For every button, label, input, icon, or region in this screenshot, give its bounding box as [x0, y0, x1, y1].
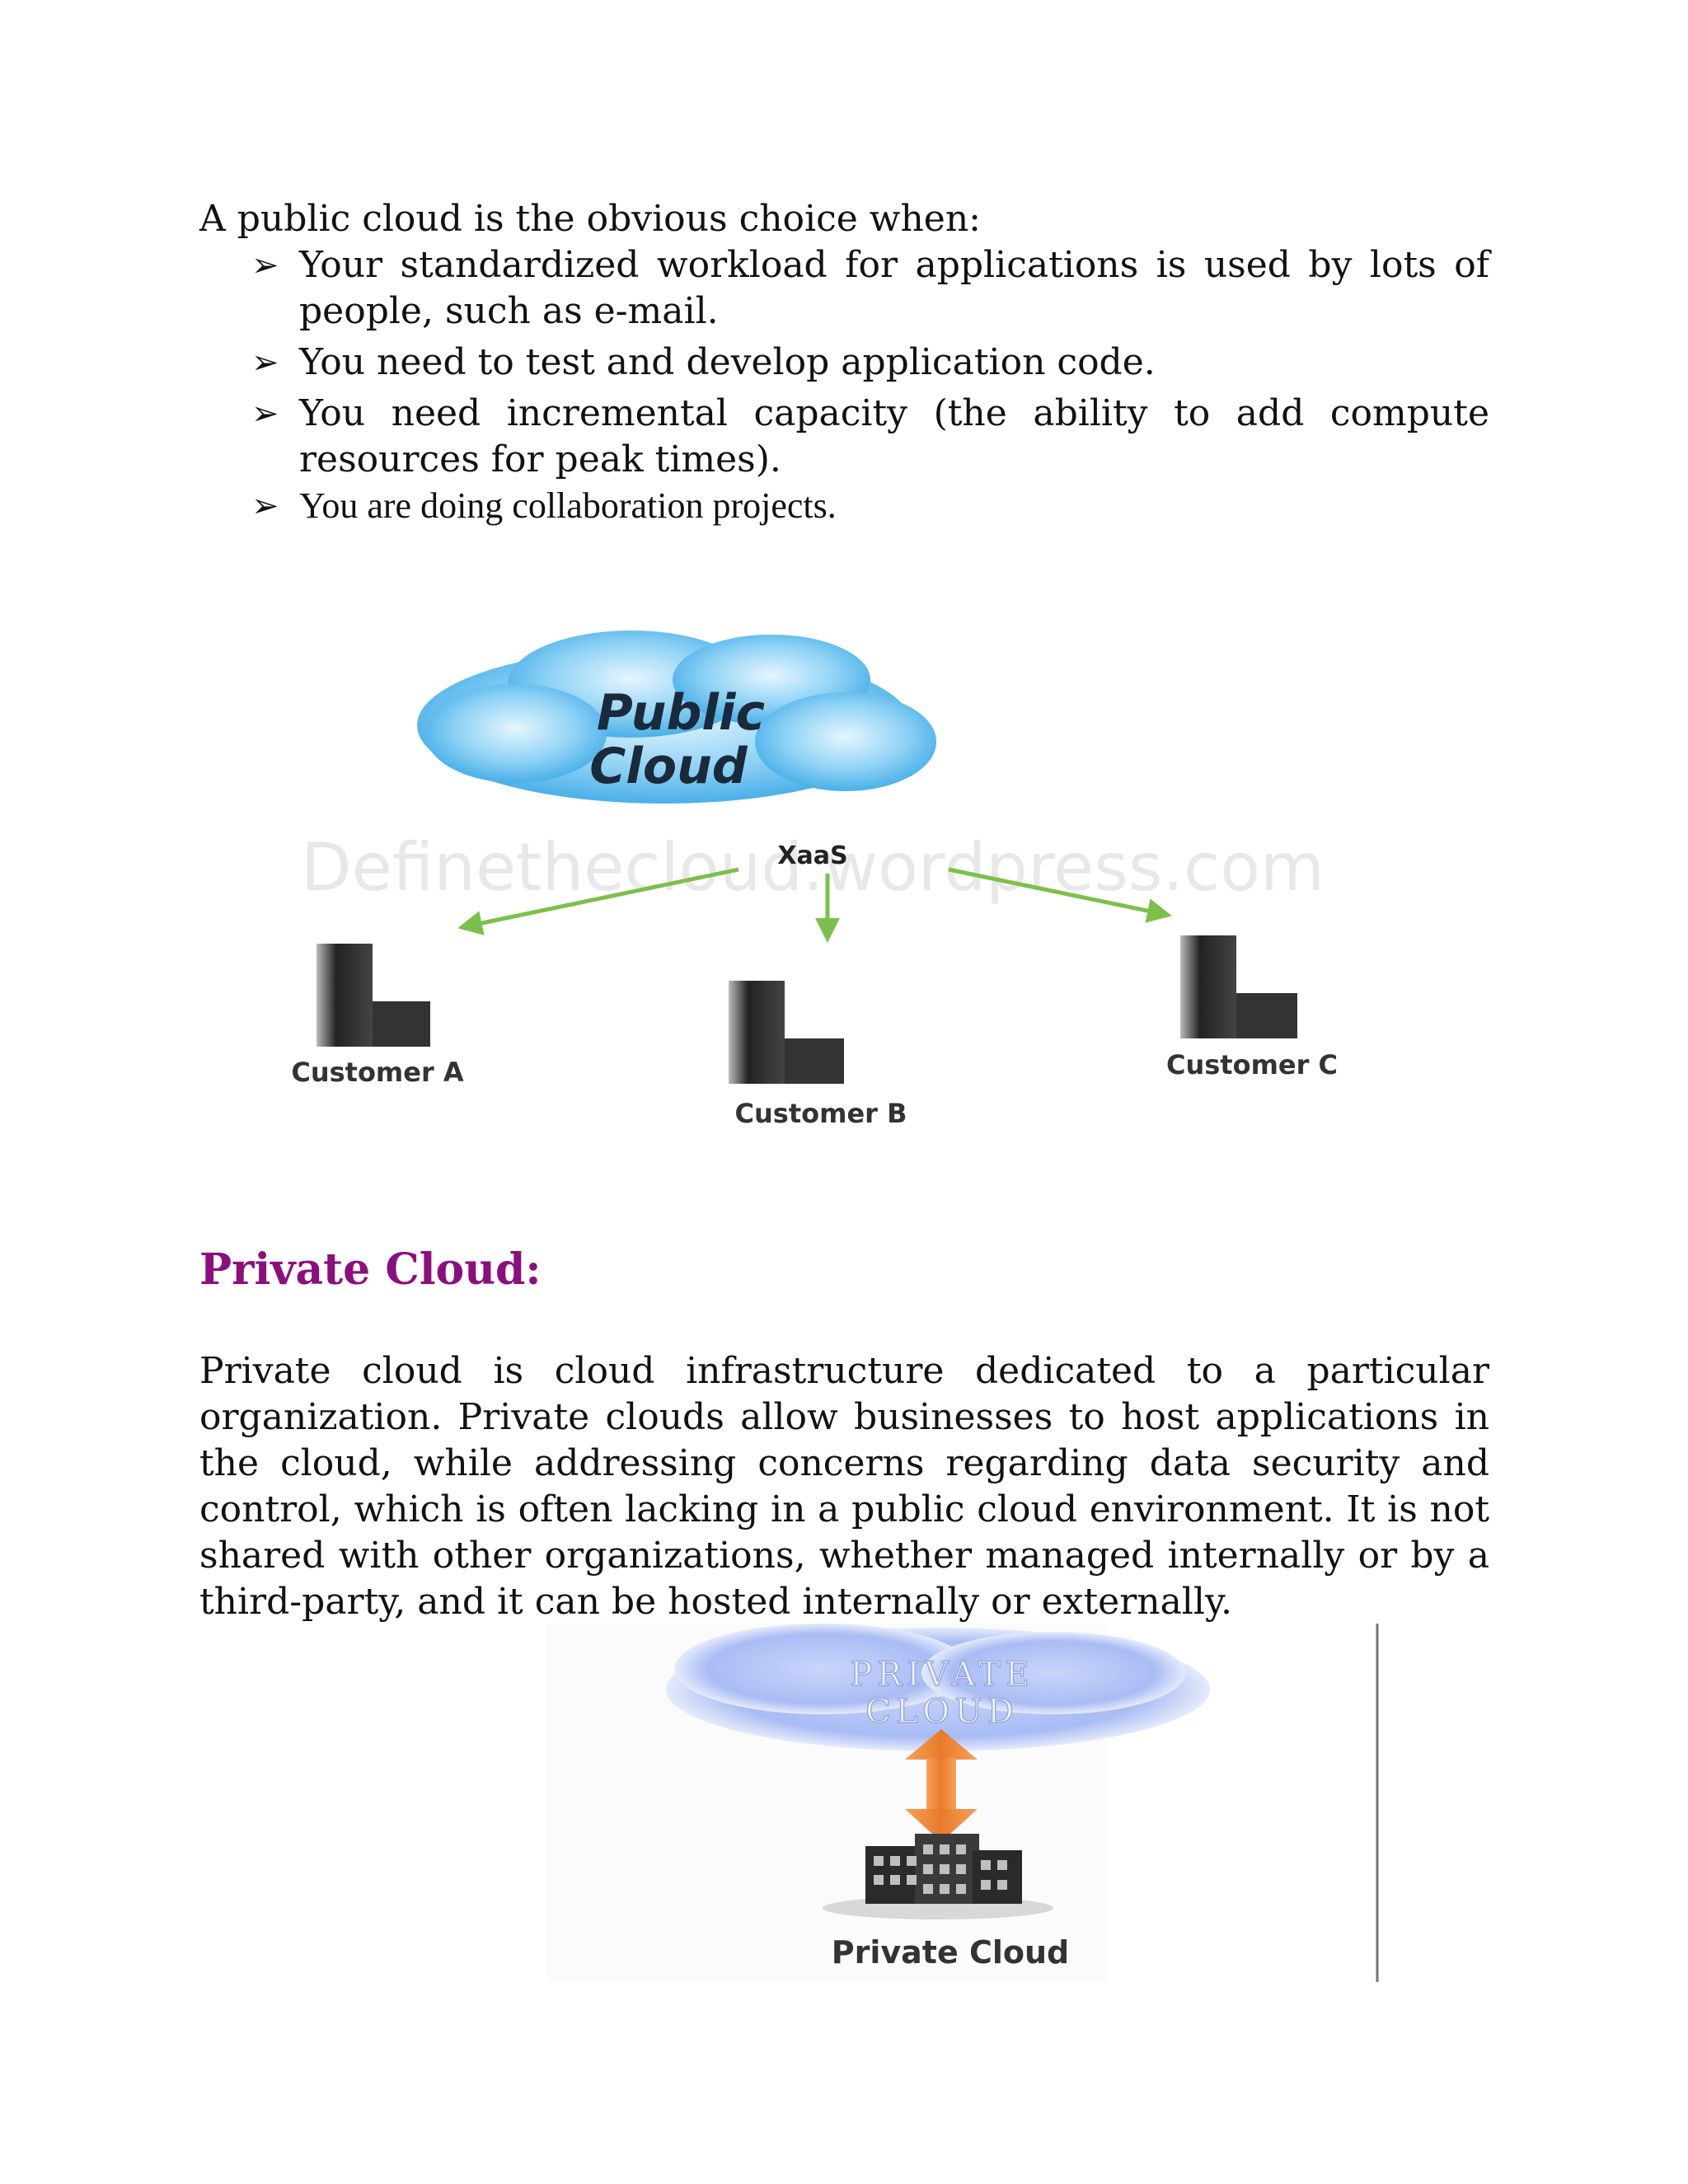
- arrow-to-customer-a: [457, 867, 739, 935]
- double-arrow-icon: [905, 1729, 978, 1842]
- bullet-text: You need incremental capacity (the abili…: [299, 392, 1489, 480]
- bullet-item: ➢ You are doing collaboration projects.: [251, 483, 1489, 529]
- bullet-list: ➢ Your standardized workload for applica…: [251, 242, 1489, 529]
- building-icon-c: [1180, 935, 1297, 1038]
- bullet-text: You are doing collaboration projects.: [299, 485, 837, 526]
- arrow-to-customer-c: [948, 867, 1172, 923]
- customer-b-label: Customer B: [735, 1098, 907, 1129]
- cloud-label-line1: Public: [597, 684, 765, 742]
- bullet-item: ➢ Your standardized workload for applica…: [251, 242, 1489, 335]
- public-cloud-diagram: Public Cloud Definethecloud.wordpress.co…: [291, 630, 1338, 1129]
- cloud-label-line2: Cloud: [589, 738, 748, 795]
- arrow-bullet-icon: ➢: [251, 344, 279, 382]
- private-cloud-diagram: PRIVATE CLOUD Private Cloud: [546, 1624, 1379, 1982]
- bullet-text: You need to test and develop application…: [299, 341, 1156, 383]
- watermark: Definethecloud.wordpress.com: [301, 829, 1325, 906]
- building-icon-a: [316, 944, 430, 1047]
- building-icon: [823, 1834, 1053, 1919]
- bullet-item: ➢ You need to test and develop applicati…: [251, 340, 1489, 386]
- arrow-bullet-icon: ➢: [251, 246, 279, 284]
- building-icon-b: [729, 981, 844, 1084]
- private-cloud-shape: [666, 1624, 1210, 1751]
- green-arrows: [457, 867, 1172, 943]
- arrow-bullet-icon: ➢: [251, 395, 279, 433]
- section-heading: Private Cloud:: [199, 1244, 542, 1295]
- intro-text: A public cloud is the obvious choice whe…: [199, 198, 981, 240]
- private-cloud-label-line2: CLOUD: [865, 1693, 1019, 1731]
- customer-a-label: Customer A: [291, 1057, 464, 1088]
- private-cloud-label-line1: PRIVATE: [850, 1656, 1034, 1694]
- public-cloud-shape: [417, 630, 936, 804]
- private-cloud-caption: Private Cloud: [832, 1934, 1069, 1971]
- customer-c-label: Customer C: [1166, 1049, 1338, 1080]
- xaas-label: XaaS: [777, 841, 847, 870]
- arrow-bullet-icon: ➢: [251, 487, 279, 524]
- private-cloud-paragraph: Private cloud is cloud infrastructure de…: [199, 1350, 1489, 1623]
- bullet-text: Your standardized workload for applicati…: [299, 244, 1489, 332]
- bullet-item: ➢ You need incremental capacity (the abi…: [251, 391, 1489, 483]
